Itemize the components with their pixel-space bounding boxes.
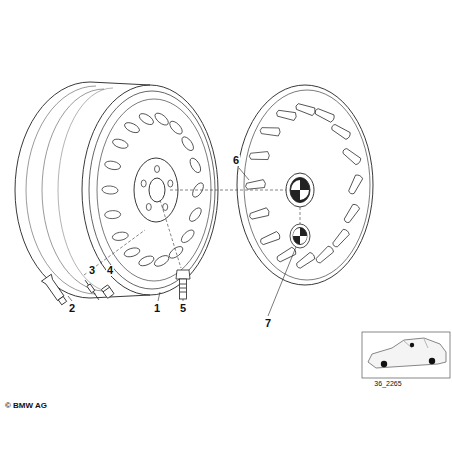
diagram-code: 36_2265 [373, 380, 402, 387]
assembly-line [84, 190, 300, 275]
emblem [290, 224, 310, 248]
callout-number: 3 [88, 265, 96, 276]
copyright-note: © BMW AG [4, 402, 48, 410]
valve-cap [101, 285, 114, 299]
callout-number: 1 [153, 303, 161, 314]
leader-line [68, 168, 296, 316]
callout-number: 4 [106, 265, 114, 276]
car-thumbnail [362, 332, 450, 378]
callout-number: 6 [232, 155, 240, 166]
callout-number: 5 [179, 303, 187, 314]
wheel-bolt [176, 270, 190, 299]
callout-number: 2 [68, 303, 76, 314]
valve-stem [41, 274, 69, 306]
valve-insert [83, 279, 100, 301]
hubcap [237, 85, 373, 285]
callout-number: 7 [264, 318, 272, 329]
